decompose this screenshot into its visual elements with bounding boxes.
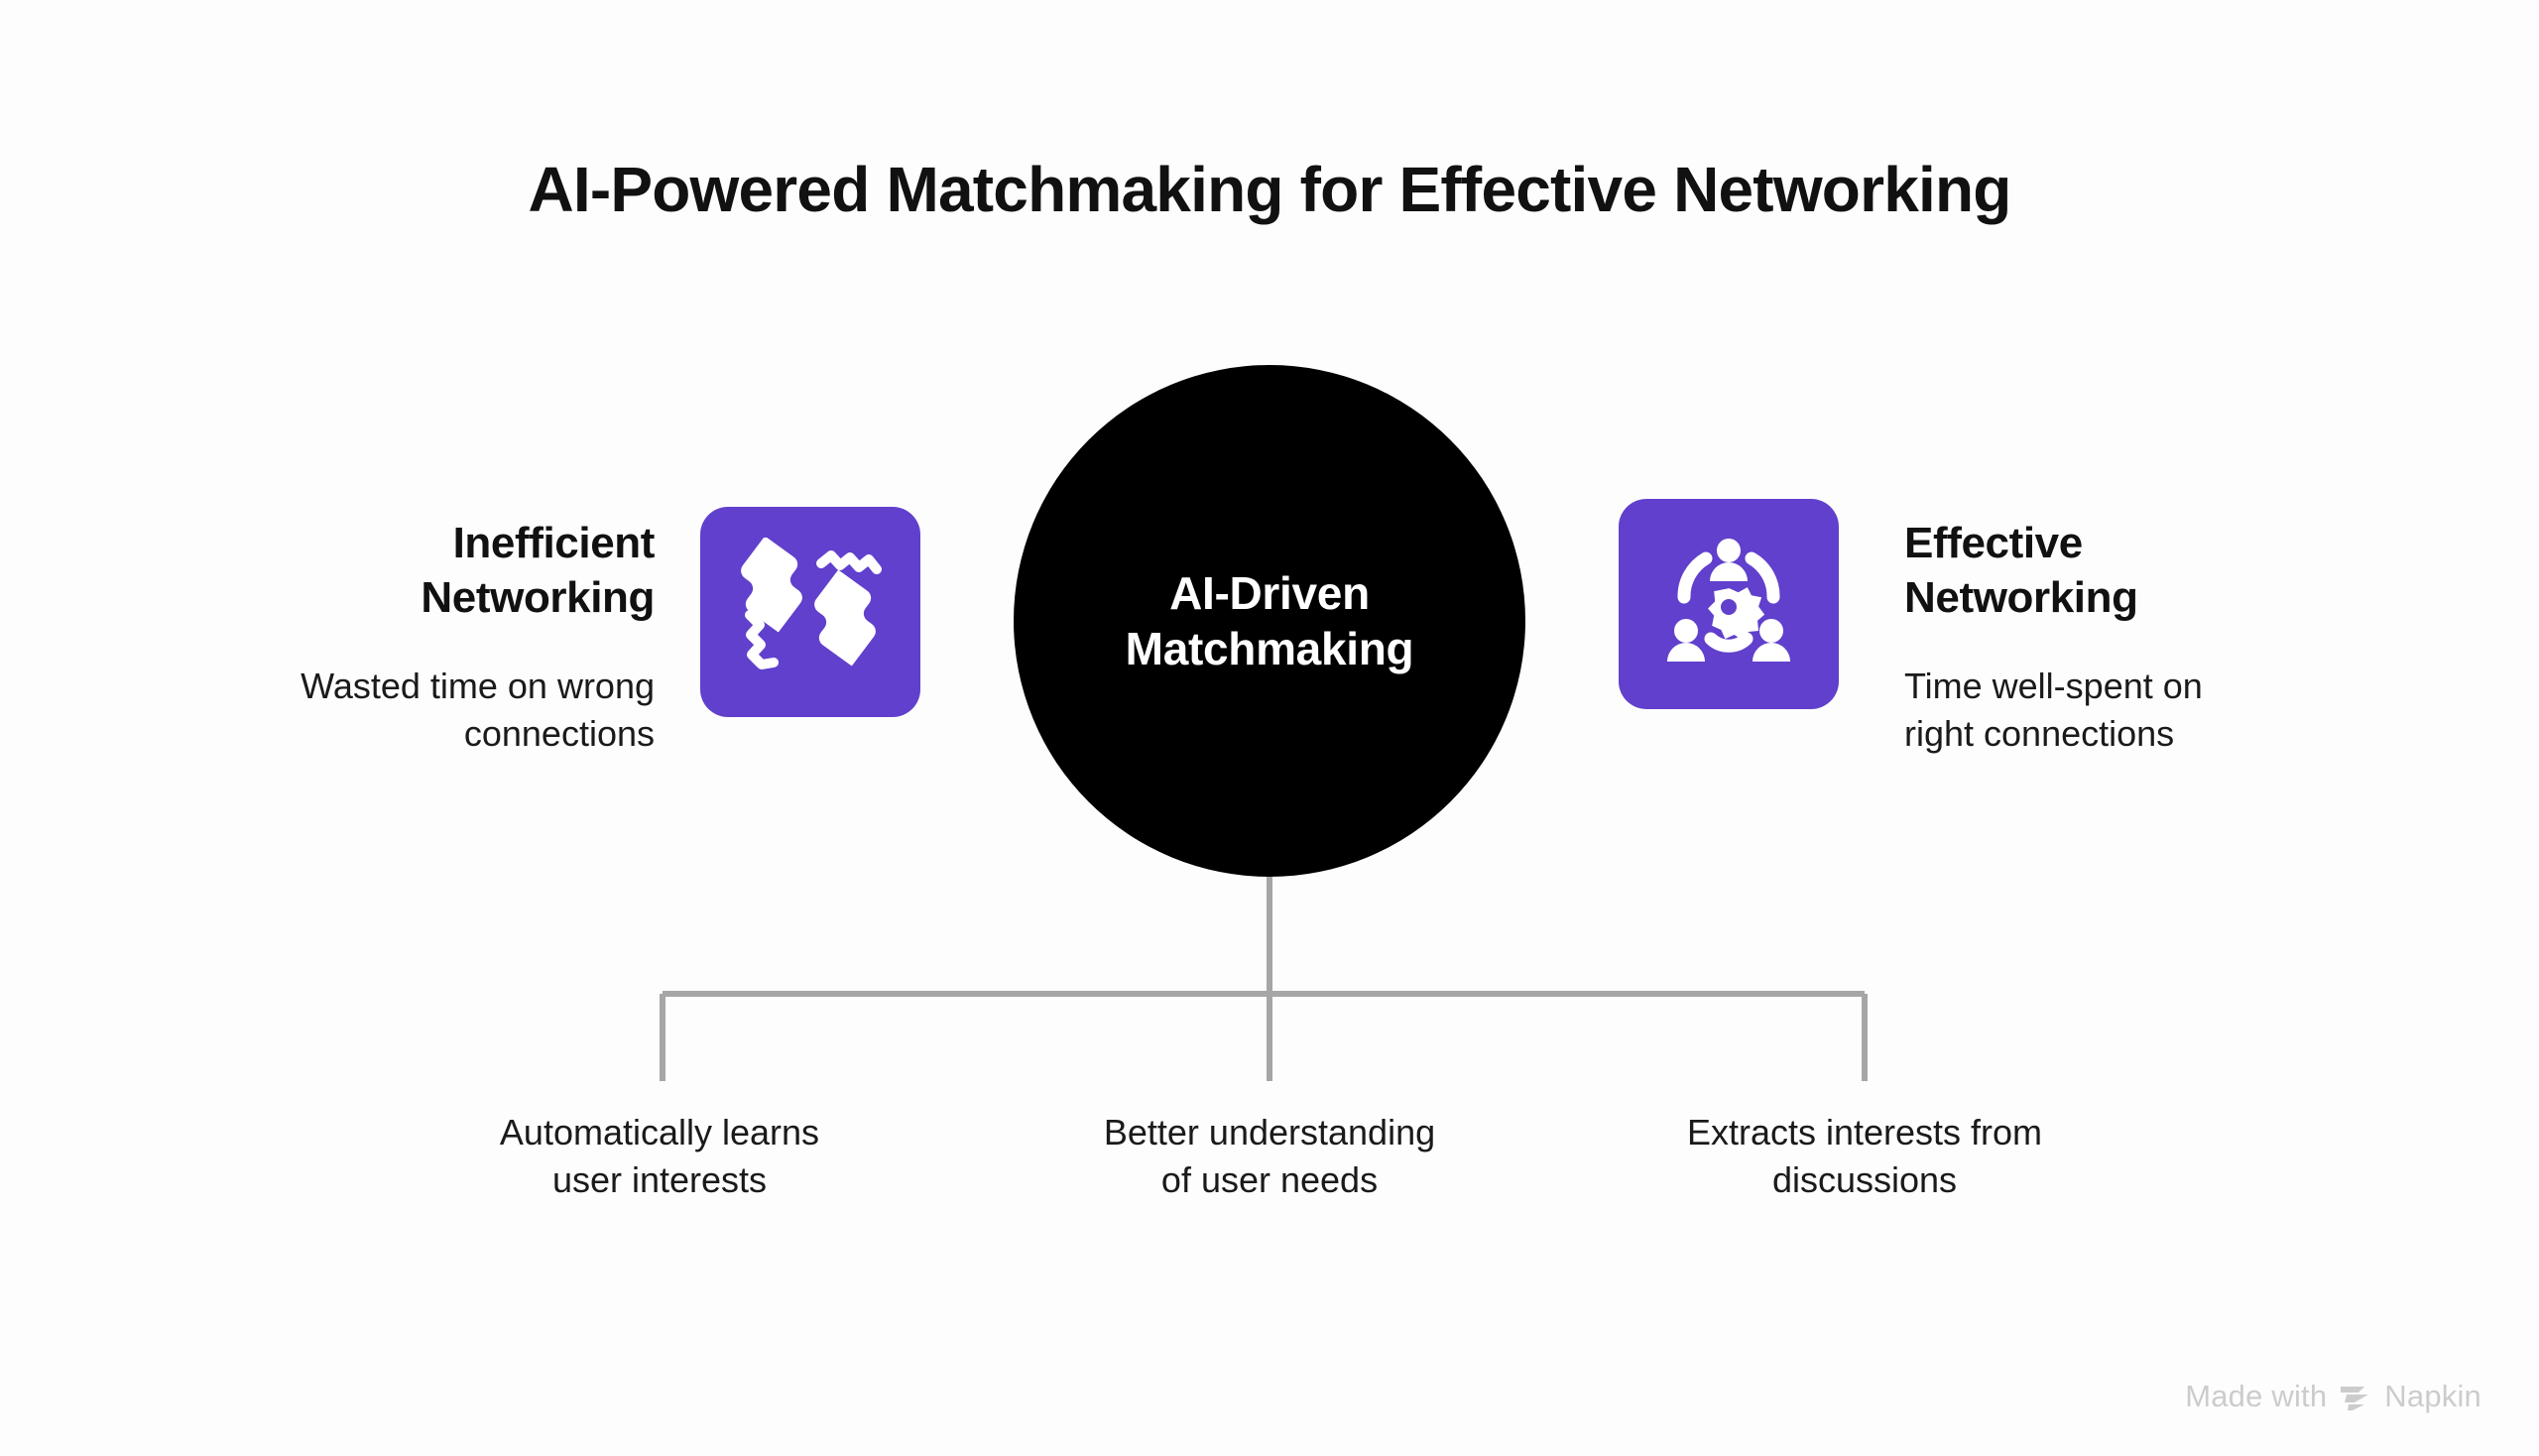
- arc-right: [1745, 551, 1780, 604]
- leaf-caption: Extracts interests from discussions: [1587, 1109, 2142, 1203]
- leaf-2-line1: Extracts interests from: [1686, 1112, 2043, 1153]
- page-title: AI-Powered Matchmaking for Effective Net…: [528, 154, 2011, 225]
- team-gear-network-icon-tile[interactable]: [1619, 499, 1839, 709]
- right-branch-subtext-line2: right connections: [1904, 712, 2175, 754]
- arc-bottom: [1704, 632, 1753, 653]
- person-left-head: [1674, 619, 1698, 643]
- right-branch-heading: Effective Networking: [1904, 516, 2420, 625]
- leaf-0-line2: user interests: [551, 1158, 768, 1200]
- right-branch-heading-line1: Effective: [1904, 519, 2083, 567]
- leaf-0-line1: Automatically learns: [499, 1112, 820, 1153]
- leaf-caption: Automatically learns user interests: [382, 1109, 937, 1203]
- person-right-head: [1759, 619, 1783, 643]
- person-right-body: [1753, 643, 1790, 662]
- left-branch-heading: Inefficient Networking: [139, 516, 655, 625]
- leaf-2-line2: discussions: [1771, 1158, 1958, 1200]
- left-branch-heading-line2: Networking: [421, 573, 655, 622]
- napkin-logo-icon: [2341, 1387, 2369, 1410]
- broken-puzzle-icon: [741, 538, 882, 669]
- watermark-brand: Napkin: [2384, 1379, 2481, 1413]
- right-branch-text: Effective Networking Time well-spent on …: [1904, 516, 2420, 757]
- left-branch-subtext-line2: connections: [463, 712, 655, 754]
- person-left-body: [1667, 643, 1705, 662]
- person-top-head: [1717, 539, 1741, 562]
- center-hub-label-line1: AI-Driven: [1169, 566, 1370, 619]
- broken-puzzle-icon-tile[interactable]: [700, 507, 920, 717]
- center-hub-node[interactable]: AI-Driven Matchmaking: [1014, 365, 1525, 877]
- right-branch-subtext-line1: Time well-spent on: [1904, 666, 2203, 706]
- team-gear-network-icon: [1667, 539, 1790, 662]
- leaf-1-line1: Better understanding: [1103, 1112, 1436, 1153]
- center-hub-label-line2: Matchmaking: [1125, 623, 1414, 674]
- right-branch-heading-line2: Networking: [1904, 573, 2138, 622]
- person-top-body: [1710, 562, 1748, 581]
- left-branch-text: Inefficient Networking Wasted time on wr…: [139, 516, 655, 757]
- leaf-1-line2: of user needs: [1160, 1158, 1379, 1200]
- center-hub-label: AI-Driven Matchmaking: [1098, 565, 1442, 676]
- napkin-watermark: Made with Napkin: [2185, 1379, 2481, 1414]
- watermark-prefix: Made with: [2185, 1379, 2328, 1413]
- left-branch-heading-line1: Inefficient: [452, 519, 656, 567]
- gear-shape: [1708, 587, 1765, 641]
- arc-left: [1677, 551, 1713, 604]
- left-branch-subtext-line1: Wasted time on wrong: [301, 666, 655, 706]
- right-branch-subtext: Time well-spent on right connections: [1904, 663, 2420, 757]
- leaf-caption: Better understanding of user needs: [992, 1109, 1547, 1203]
- left-branch-subtext: Wasted time on wrong connections: [139, 663, 655, 757]
